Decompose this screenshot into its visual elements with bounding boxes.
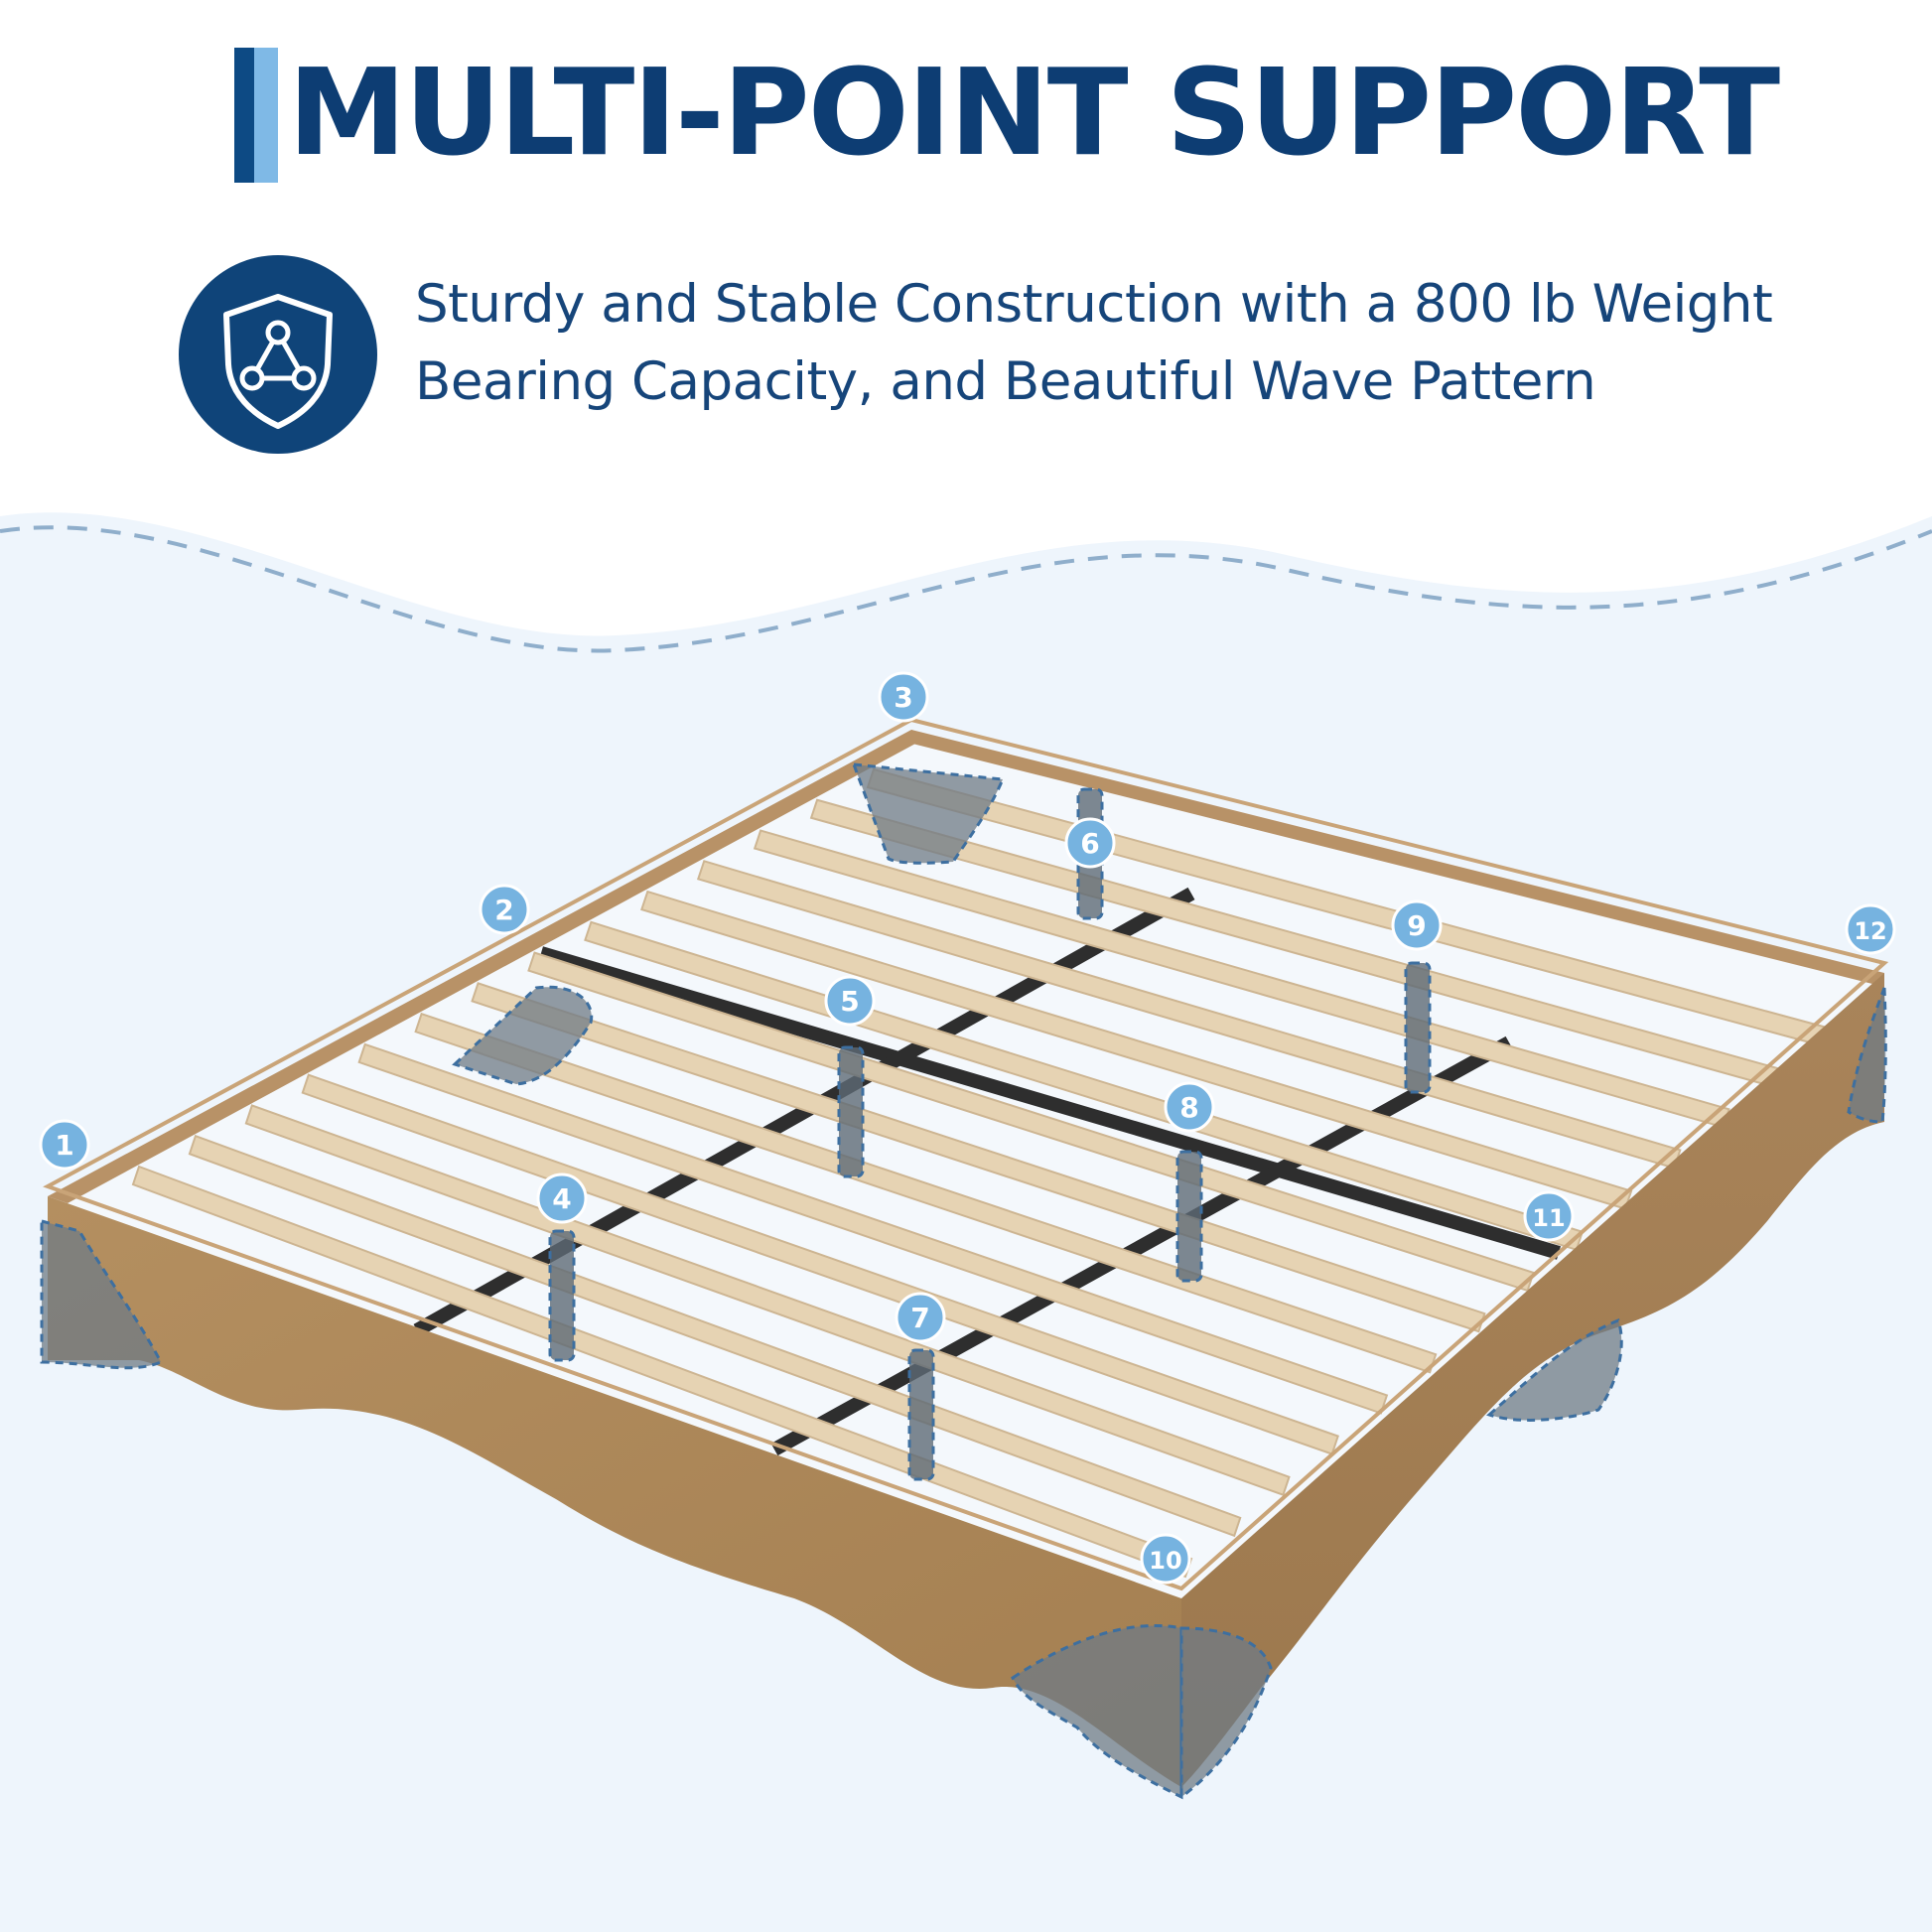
callout-9: 9 — [1391, 899, 1443, 951]
bracket-1 — [40, 1219, 164, 1370]
callout-label: 6 — [1080, 827, 1099, 860]
slat — [414, 1012, 1438, 1374]
leg-support — [1404, 961, 1432, 1094]
page-title: MULTI-POINT SUPPORT — [288, 45, 1780, 183]
right-rail — [1181, 973, 1884, 1787]
callout-label: 1 — [55, 1129, 73, 1162]
leg-support — [907, 1348, 935, 1481]
callout-3: 3 — [878, 671, 929, 723]
callout-10: 10 — [1140, 1533, 1191, 1585]
slat — [471, 982, 1486, 1333]
bracket-3 — [851, 762, 1006, 865]
bracket-12 — [1847, 987, 1887, 1124]
slat — [244, 1104, 1291, 1496]
bracket-11 — [1486, 1318, 1623, 1422]
subtitle: Sturdy and Stable Construction with a 80… — [415, 266, 1805, 421]
front-rail — [48, 1196, 1181, 1787]
callout-label: 10 — [1149, 1547, 1181, 1575]
corner-brackets — [40, 762, 1887, 1801]
callout-label: 2 — [494, 894, 513, 926]
left-rail — [48, 730, 928, 1203]
shield-triangle-icon — [223, 294, 333, 429]
back-rail — [908, 730, 1884, 985]
leg-supports — [548, 787, 1432, 1481]
leg-support — [837, 1045, 865, 1178]
callout-2: 2 — [479, 884, 530, 935]
callout-5: 5 — [824, 975, 876, 1027]
callout-label: 5 — [840, 985, 859, 1018]
frame-top-edge — [43, 717, 1889, 1591]
callout-11: 11 — [1523, 1190, 1575, 1242]
callout-label: 4 — [552, 1182, 571, 1215]
callout-label: 3 — [894, 681, 912, 714]
bracket-10 — [1011, 1624, 1183, 1800]
title-block: MULTI-POINT SUPPORT — [0, 40, 1932, 189]
callout-4: 4 — [536, 1173, 588, 1224]
callout-label: 9 — [1407, 909, 1426, 942]
callout-6: 6 — [1064, 817, 1116, 869]
callout-label: 12 — [1854, 917, 1886, 945]
callout-label: 8 — [1179, 1091, 1198, 1124]
bracket-2 — [452, 985, 594, 1086]
callout-7: 7 — [895, 1292, 946, 1343]
bracket-10b — [1179, 1626, 1273, 1801]
callout-8: 8 — [1164, 1081, 1215, 1133]
slat — [188, 1134, 1242, 1538]
callout-label: 7 — [910, 1302, 929, 1334]
subtitle-line-1: Sturdy and Stable Construction with a 80… — [415, 274, 1773, 335]
subtitle-line-2: Bearing Capacity, and Beautiful Wave Pat… — [415, 351, 1596, 412]
leg-support — [1175, 1150, 1203, 1283]
shield-badge — [179, 255, 377, 454]
center-support-bar — [539, 946, 1561, 1260]
callout-1: 1 — [39, 1119, 90, 1171]
callout-label: 11 — [1532, 1204, 1565, 1232]
leg-support — [548, 1229, 576, 1362]
callout-12: 12 — [1845, 903, 1896, 955]
title-accent-bar — [234, 48, 298, 183]
wave-dashed-line — [0, 525, 1932, 653]
